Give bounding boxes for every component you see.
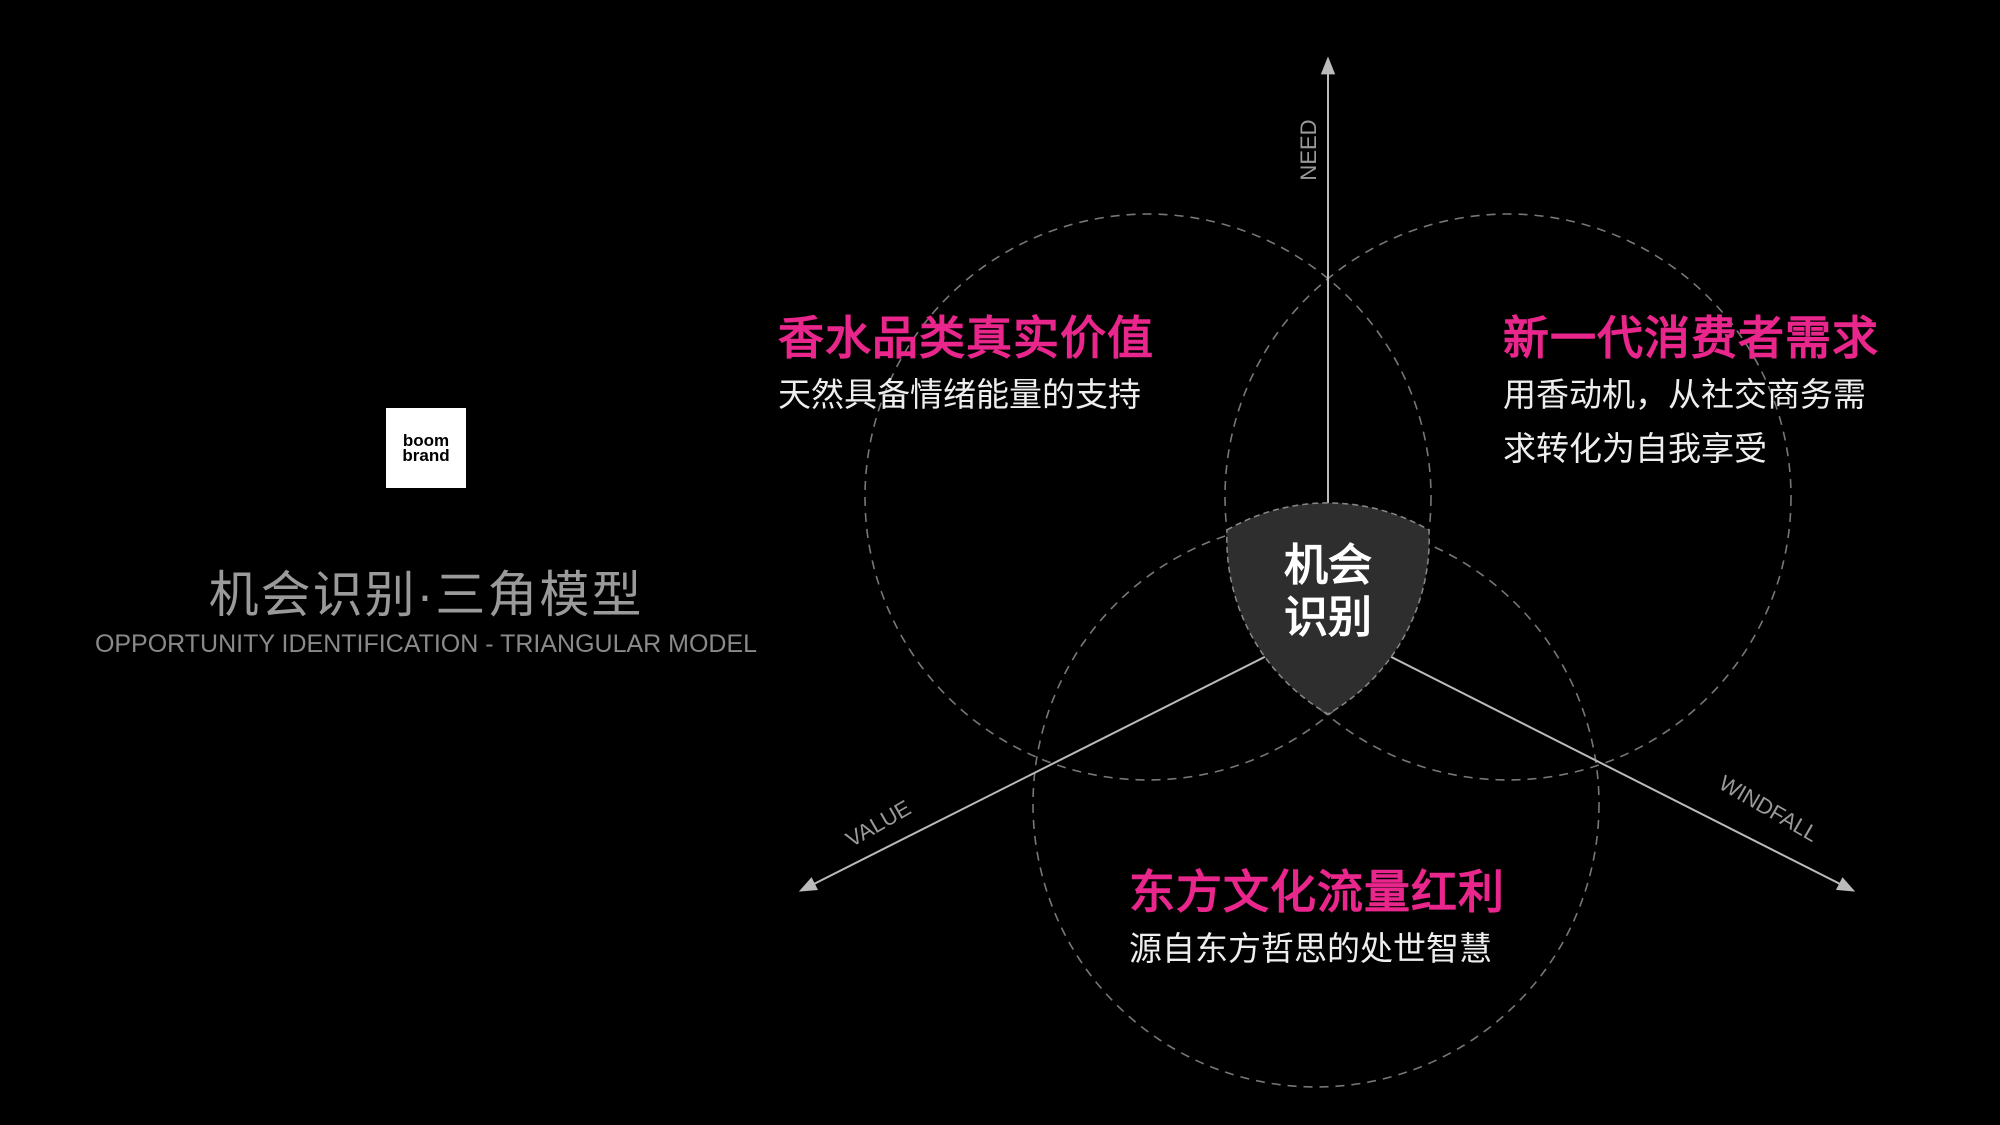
block-culture-windfall: 东方文化流量红利 源自东方哲思的处世智慧 [1129,862,1505,976]
block-text: 求转化为自我享受 [1503,430,1767,467]
center-label-line1: 机会 [1284,540,1372,591]
windfall-axis [1327,624,1856,892]
block-text: 天然具备情绪能量的支持 [778,376,1141,413]
center-reuleaux-shape [1226,502,1430,715]
logo-line1: boom [402,431,450,450]
windfall-axis-label: WINDFALL [1715,770,1823,847]
block-text: 源自东方哲思的处世智慧 [1129,930,1492,967]
block-title: 东方文化流量红利 [1129,866,1505,918]
value-axis-label: VALUE [841,795,915,852]
need-axis-label: NEED [1296,119,1321,180]
logo-line2: brand [402,446,450,465]
value-axis [798,624,1329,892]
block-title: 香水品类真实价值 [778,312,1154,364]
boom-brand-logo: boom brand [386,408,466,488]
circle-need [1224,213,1792,781]
page-subtitle: OPPORTUNITY IDENTIFICATION - TRIANGULAR … [94,630,758,658]
center-label-line2: 识别 [1284,592,1372,643]
block-title: 新一代消费者需求 [1503,312,1879,364]
block-text: 用香动机，从社交商务需 [1503,376,1866,413]
page-title: 机会识别·三角模型 [208,567,644,623]
block-category-value: 香水品类真实价值 天然具备情绪能量的支持 [778,308,1154,422]
block-consumer-need: 新一代消费者需求 用香动机，从社交商务需 求转化为自我享受 [1503,308,1879,476]
circle-value [864,213,1432,781]
